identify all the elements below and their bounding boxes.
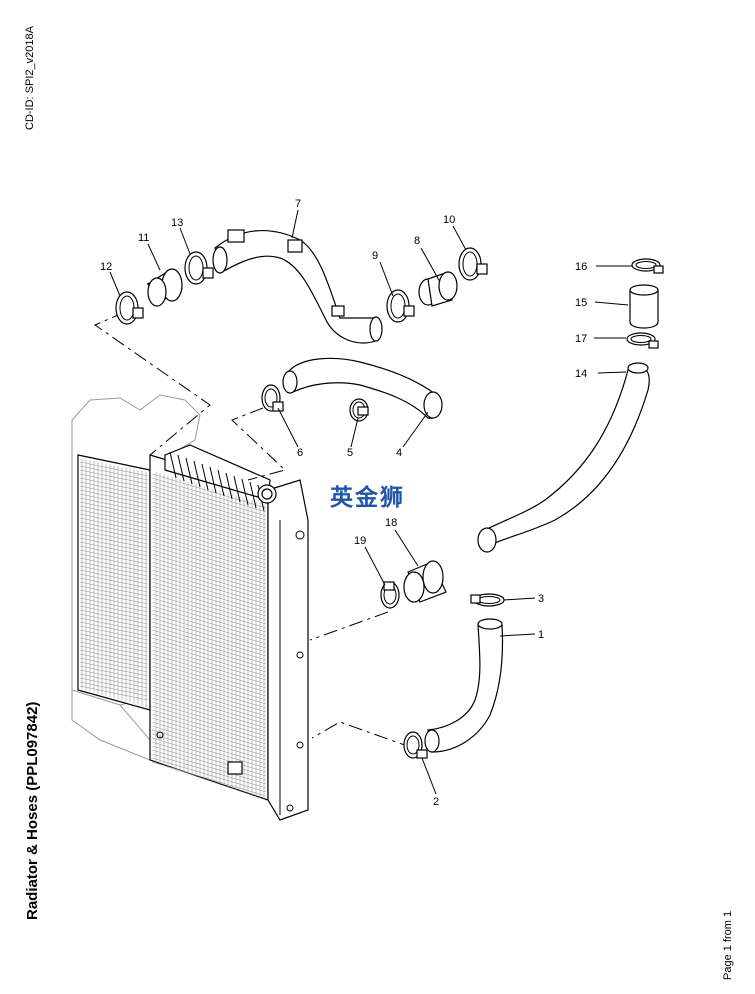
part-8-sleeve xyxy=(418,271,458,307)
callout-5: 5 xyxy=(347,447,353,459)
part-1-hose xyxy=(424,618,504,753)
callout-13: 13 xyxy=(171,217,183,229)
callout-19: 19 xyxy=(354,535,366,547)
part-19-clamp xyxy=(380,581,400,609)
callout-6: 6 xyxy=(297,447,303,459)
callout-18: 18 xyxy=(385,517,397,529)
part-9-clamp xyxy=(386,289,415,323)
part-18-sleeve xyxy=(403,560,447,603)
part-4-hose xyxy=(282,357,443,419)
callout-8: 8 xyxy=(414,235,420,247)
callout-14: 14 xyxy=(575,368,587,380)
part-5-clamp xyxy=(349,398,369,422)
part-6-clamp xyxy=(261,384,284,412)
part-13-clamp xyxy=(184,251,214,285)
callout-3: 3 xyxy=(538,593,544,605)
callout-12: 12 xyxy=(100,261,112,273)
part-2-clamp xyxy=(403,731,428,759)
callout-1: 1 xyxy=(538,629,544,641)
part-16-clamp xyxy=(631,258,664,274)
part-17-clamp xyxy=(626,332,659,349)
callout-16: 16 xyxy=(575,261,587,273)
callout-leaders xyxy=(109,209,632,795)
callout-9: 9 xyxy=(372,250,378,262)
callout-numbers: 1 2 3 4 5 6 7 8 9 10 11 12 13 14 15 16 1… xyxy=(100,198,587,808)
part-7-upper-hose xyxy=(212,229,383,344)
part-14-hose xyxy=(477,362,650,553)
part-10-clamp xyxy=(458,247,488,281)
callout-11: 11 xyxy=(138,232,149,244)
callout-4: 4 xyxy=(396,447,402,459)
part-15-sleeve xyxy=(629,284,659,329)
callout-15: 15 xyxy=(575,297,587,309)
radiator-side-panel xyxy=(77,454,151,711)
callout-17: 17 xyxy=(575,333,587,345)
part-12-clamp xyxy=(115,291,144,325)
part-3-clamp xyxy=(470,593,505,607)
radiator-core xyxy=(149,444,309,821)
part-11-sleeve xyxy=(146,268,183,307)
watermark-logo: 英金狮 xyxy=(330,485,405,511)
callout-2: 2 xyxy=(433,796,439,808)
callout-10: 10 xyxy=(443,214,455,226)
callout-7: 7 xyxy=(295,198,301,210)
